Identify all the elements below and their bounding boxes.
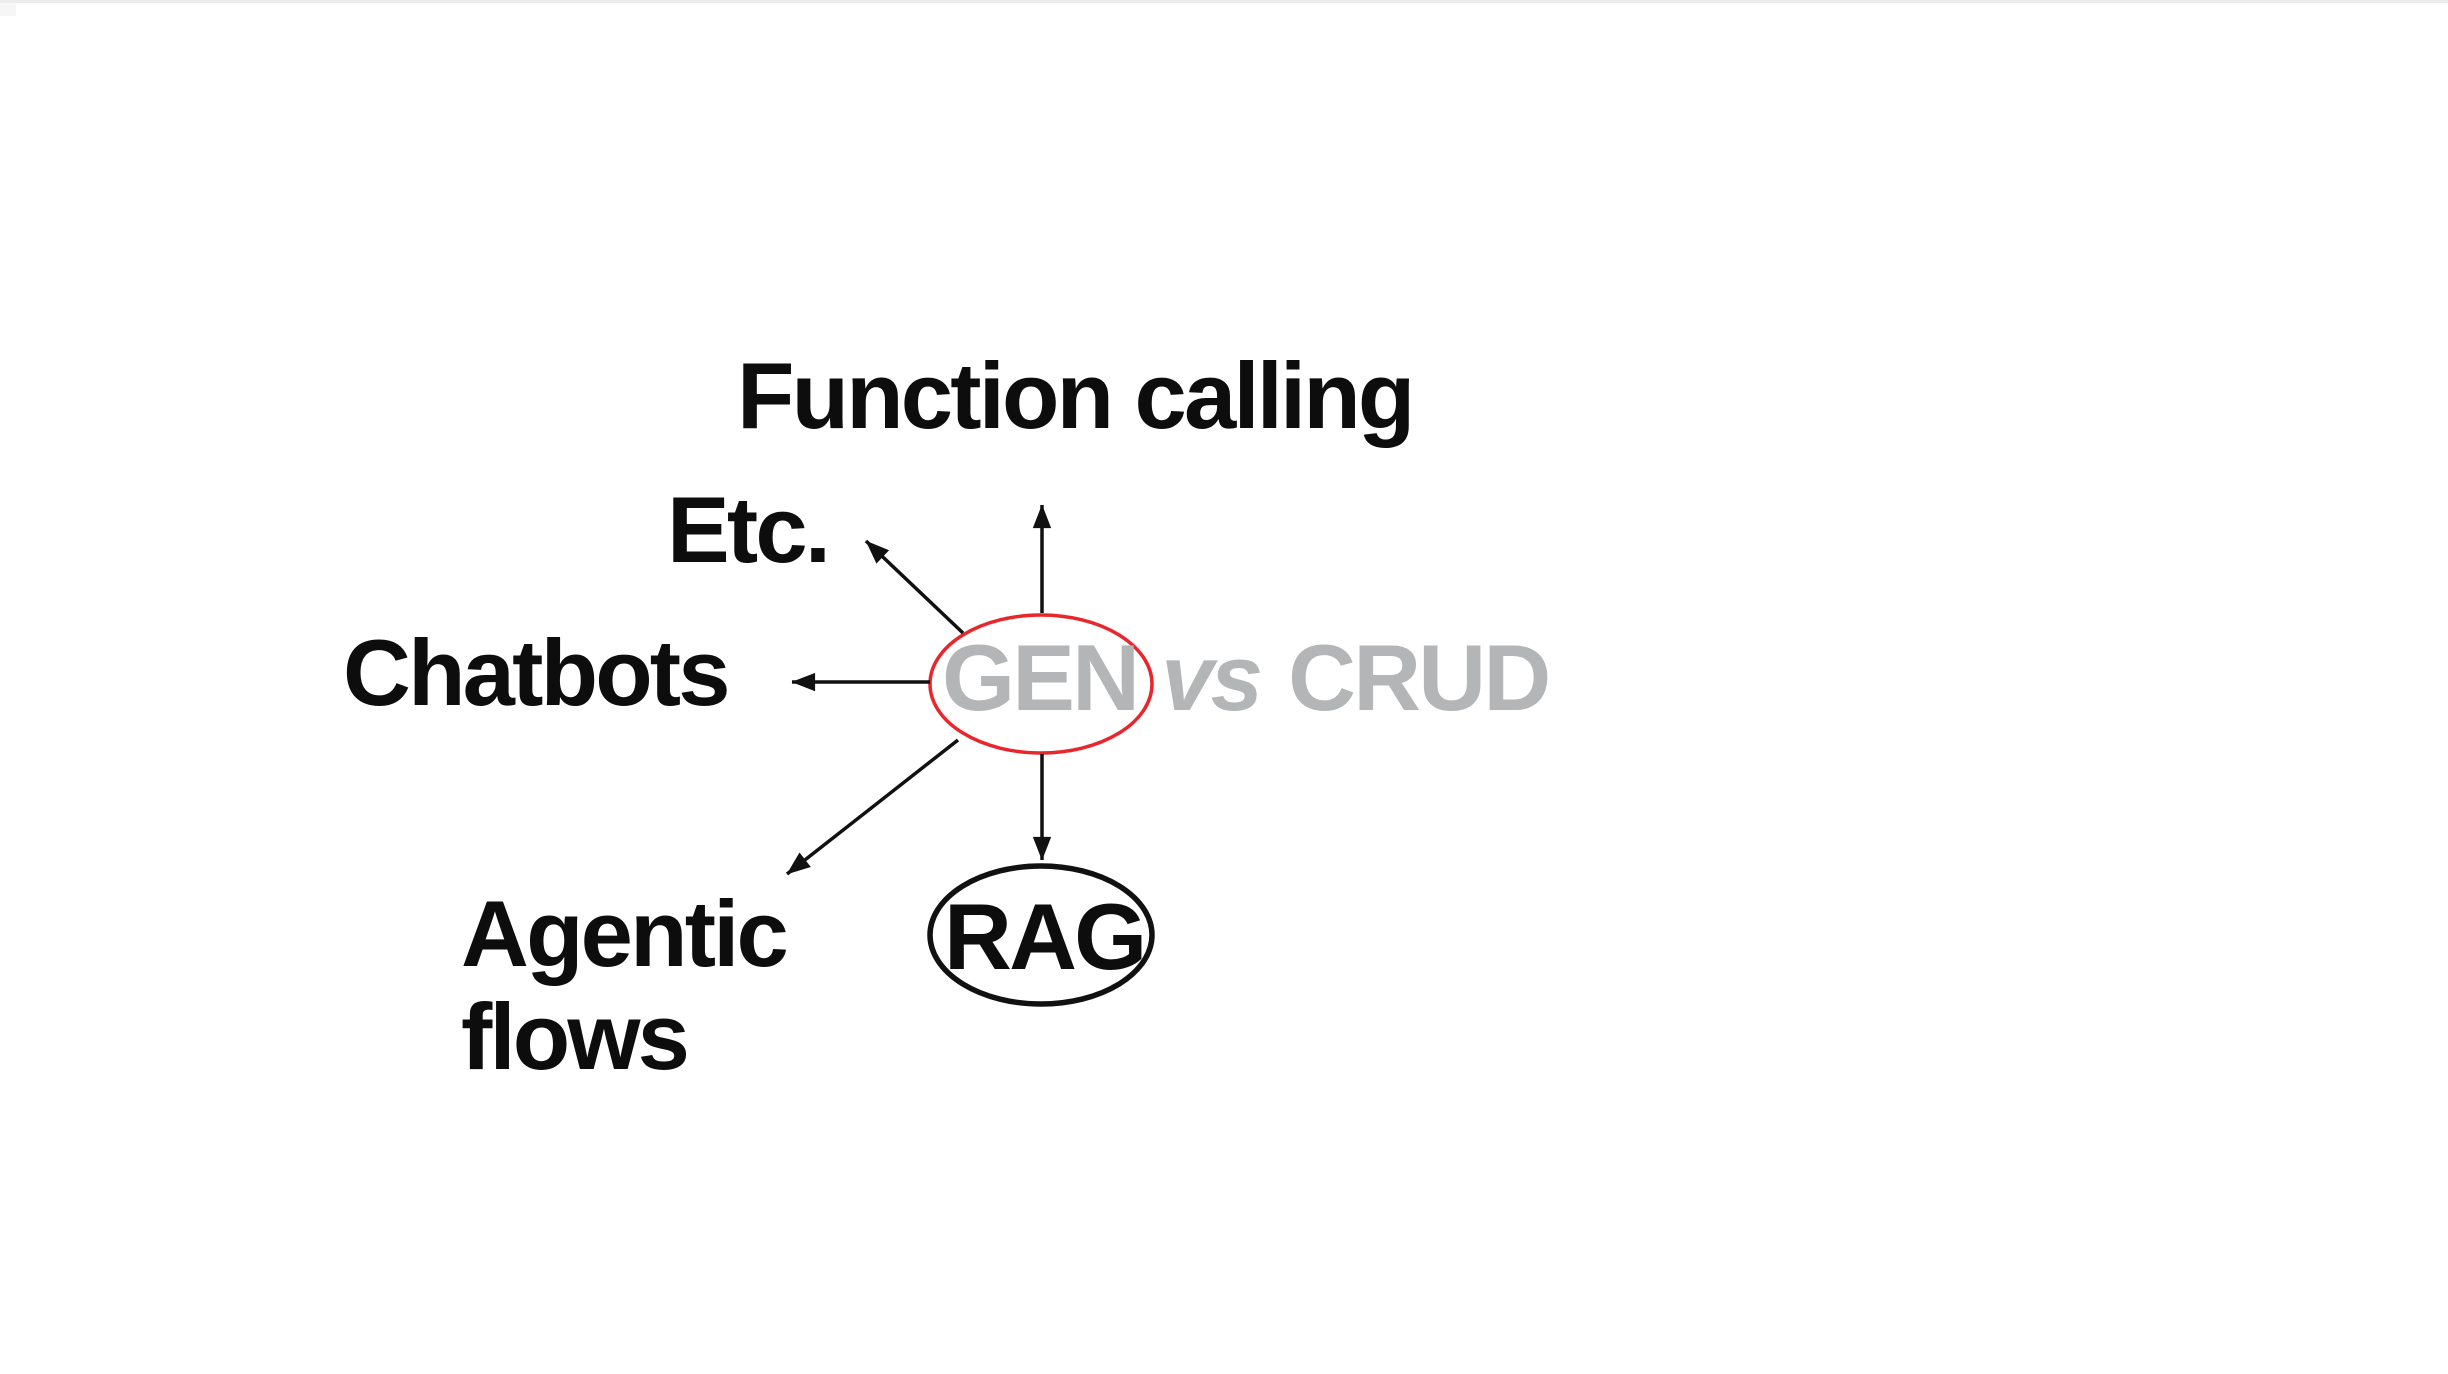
vs-text: vs — [1161, 625, 1263, 730]
gen-highlight-ellipse — [928, 613, 1154, 755]
top-edge-line — [0, 0, 2448, 3]
arrow-to-agentic-flows — [785, 738, 960, 876]
function-calling-label: Function calling — [737, 343, 1415, 448]
corner-artifact — [0, 3, 16, 16]
etc-label: Etc. — [667, 477, 831, 582]
rag-ellipse — [927, 863, 1155, 1007]
chatbots-label: Chatbots — [343, 620, 731, 725]
agentic-flows-label: Agentic flows — [461, 881, 789, 1090]
agentic-flows-line2: flows — [461, 984, 690, 1090]
rag-label: RAG — [944, 884, 1147, 989]
crud-text: CRUD — [1288, 625, 1551, 730]
arrow-to-etc — [864, 539, 965, 635]
agentic-flows-line1: Agentic — [461, 881, 789, 986]
gen-text: GEN — [942, 625, 1140, 730]
